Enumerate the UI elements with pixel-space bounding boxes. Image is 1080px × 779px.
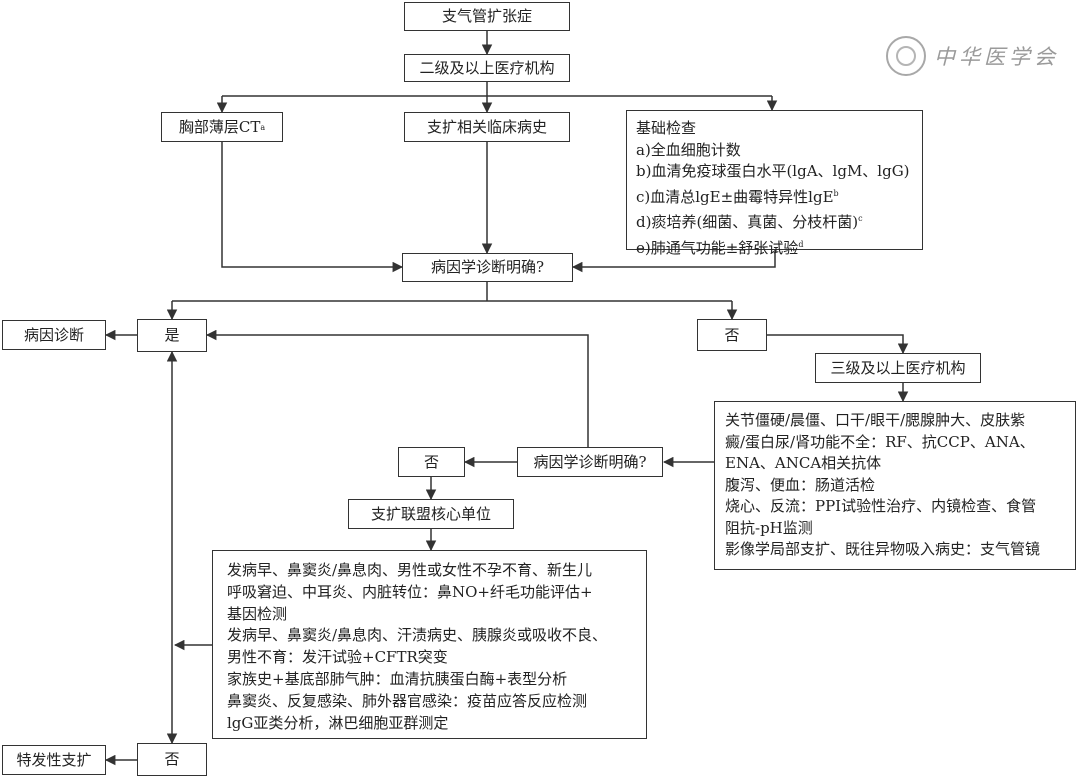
no-box-1: 否 bbox=[697, 319, 767, 351]
cma-seal-icon bbox=[886, 36, 926, 76]
no-text-2: 否 bbox=[423, 452, 439, 471]
secondary-institution-text: 二级及以上医疗机构 bbox=[419, 58, 555, 77]
no-text-3: 否 bbox=[164, 750, 180, 768]
watermark-text: 中华医学会 bbox=[934, 45, 1059, 69]
tertiary-tests-box: 关节僵硬/晨僵、口干/眼干/腮腺肿大、皮肤紫 癜/蛋白尿/肾功能不全：RF、抗C… bbox=[714, 401, 1076, 570]
basic-test-item: a)全血细胞计数 bbox=[636, 140, 741, 159]
alliance-test-line: 发病早、鼻窦炎/鼻息肉、男性或女性不孕不育、新生儿 bbox=[227, 561, 593, 579]
alliance-core-text: 支扩联盟核心单位 bbox=[370, 504, 491, 523]
arrow-no-to-tertiary bbox=[767, 334, 909, 355]
secondary-institution-box: 二级及以上医疗机构 bbox=[404, 54, 570, 82]
diagnosis-question-box-2: 病因学诊断明确? bbox=[517, 447, 663, 477]
no-text-1: 否 bbox=[724, 325, 740, 344]
diagnosis-question-box-1: 病因学诊断明确? bbox=[402, 253, 573, 282]
diagnosis-question-text-1: 病因学诊断明确? bbox=[430, 258, 545, 276]
alliance-test-line: 发病早、鼻窦炎/鼻息肉、汗渍病史、胰腺炎或吸收不良、 bbox=[227, 626, 608, 645]
alliance-test-line: 男性不育：发汗试验+CFTR突变 bbox=[227, 648, 448, 667]
basic-test-item: d)痰培养(细菌、真菌、分枝杆菌)c bbox=[636, 213, 863, 231]
tertiary-test-line: 阻抗-pH监测 bbox=[725, 518, 813, 537]
alliance-test-line: 鼻窦炎、反复感染、肺外器官感染：疫苗应答反应检测 bbox=[227, 691, 588, 710]
tertiary-test-line: 癜/蛋白尿/肾功能不全：RF、抗CCP、ANA、 bbox=[725, 432, 1035, 451]
no-box-3: 否 bbox=[137, 743, 207, 776]
arrow-basic-to-question bbox=[571, 250, 776, 273]
tertiary-test-line: ENA、ANCA相关抗体 bbox=[725, 454, 882, 472]
basic-test-item: e)肺通气功能±舒张试验d bbox=[636, 238, 804, 257]
title-box: 支气管扩张症 bbox=[404, 2, 570, 31]
tertiary-test-line: 关节僵硬/晨僵、口干/眼干/腮腺肿大、皮肤紫 bbox=[725, 411, 1026, 429]
clinical-history-text: 支扩相关临床病史 bbox=[426, 117, 547, 136]
no-box-2: 否 bbox=[398, 447, 465, 477]
diagnosis-question-text-2: 病因学诊断明确? bbox=[533, 452, 647, 471]
alliance-test-line: 呼吸窘迫、中耳炎、内脏转位：鼻NO+纤毛功能评估+ bbox=[227, 582, 593, 601]
alliance-tests-box: 发病早、鼻窦炎/鼻息肉、男性或女性不孕不育、新生儿 呼吸窘迫、中耳炎、内脏转位：… bbox=[212, 550, 647, 739]
watermark: 中华医学会 bbox=[886, 36, 1059, 76]
arrow-ct-to-question bbox=[221, 142, 404, 273]
tertiary-institution-box: 三级及以上医疗机构 bbox=[815, 353, 981, 383]
yes-text: 是 bbox=[164, 326, 180, 344]
tertiary-institution-text: 三级及以上医疗机构 bbox=[830, 358, 966, 377]
basic-test-item: b)血清免疫球蛋白水平(lgA、lgM、lgG) bbox=[636, 162, 910, 180]
etiology-diagnosis-box: 病因诊断 bbox=[2, 320, 106, 350]
basic-test-item: c)血清总lgE±曲霉特异性lgEb bbox=[636, 187, 839, 206]
tertiary-test-line: 影像学局部支扩、既往异物吸入病史：支气管镜 bbox=[725, 540, 1041, 558]
basic-tests-box: 基础检查 a)全血细胞计数 b)血清免疫球蛋白水平(lgA、lgM、lgG) c… bbox=[626, 110, 923, 257]
etiology-diagnosis-text: 病因诊断 bbox=[23, 325, 84, 344]
alliance-test-line: 家族史+基底部肺气肿：血清抗胰蛋白酶+表型分析 bbox=[227, 669, 568, 688]
tertiary-test-line: 腹泻、便血：肠道活检 bbox=[725, 475, 876, 494]
chest-ct-text: 胸部薄层CT bbox=[178, 117, 261, 136]
yes-box: 是 bbox=[137, 319, 207, 352]
tertiary-test-line: 烧心、反流：PPI试验性治疗、内镜检查、食管 bbox=[725, 497, 1037, 515]
alliance-core-box: 支扩联盟核心单位 bbox=[348, 499, 514, 529]
idiopathic-box: 特发性支扩 bbox=[2, 745, 106, 775]
clinical-history-box: 支扩相关临床病史 bbox=[404, 112, 570, 142]
arrow-question2-to-yes bbox=[205, 329, 589, 447]
basic-tests-heading: 基础检查 bbox=[636, 119, 697, 137]
idiopathic-text: 特发性支扩 bbox=[16, 750, 92, 769]
alliance-test-line: lgG亚类分析，淋巴细胞亚群测定 bbox=[227, 713, 449, 732]
chest-ct-note: a bbox=[260, 122, 266, 132]
title-text: 支气管扩张症 bbox=[441, 7, 532, 25]
alliance-test-line: 基因检测 bbox=[227, 604, 288, 623]
